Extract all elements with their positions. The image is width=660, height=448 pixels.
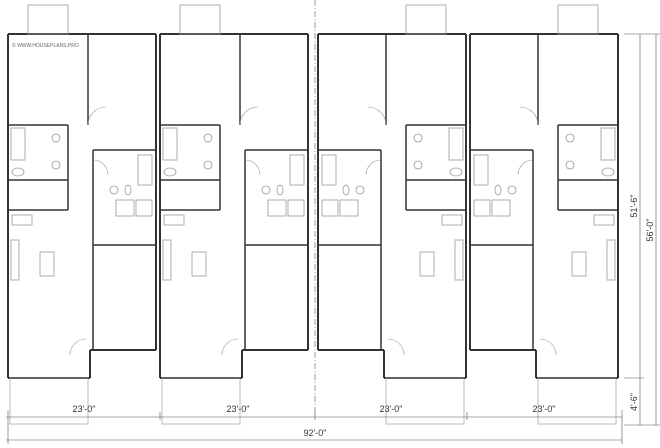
range [593, 214, 615, 226]
toilet [163, 167, 177, 177]
dryer [473, 199, 491, 217]
washer [491, 199, 511, 217]
washer [267, 199, 287, 217]
toilet [449, 167, 463, 177]
kitchen-counter [454, 239, 464, 281]
sink [51, 133, 61, 143]
sink [565, 160, 575, 170]
door-swing [69, 338, 87, 356]
toilet [342, 184, 350, 196]
dim-overall-width: 92'-0" [304, 428, 327, 438]
porch [537, 377, 617, 425]
kitchen-island [39, 251, 55, 277]
range [11, 214, 33, 226]
toilet [276, 184, 284, 196]
porch [161, 377, 241, 425]
toilet [11, 167, 25, 177]
unit-2 [159, 4, 309, 425]
dryer [287, 199, 305, 217]
sink [413, 160, 423, 170]
kitchen-counter [10, 239, 20, 281]
dryer [135, 199, 153, 217]
bathtub [137, 154, 153, 186]
kitchen-island [191, 251, 207, 277]
unit-3 [317, 4, 467, 425]
bathtub [321, 154, 337, 186]
toilet [601, 167, 615, 177]
bathtub [162, 127, 178, 161]
dim-porch-depth: 4'-6" [629, 393, 639, 411]
patio [405, 4, 447, 35]
dim-unit-2: 23'-0" [227, 404, 250, 414]
sink [355, 185, 365, 195]
kitchen-counter [162, 239, 172, 281]
dim-overall-depth: 56'-0" [645, 219, 655, 242]
toilet [494, 184, 502, 196]
dim-unit-3: 23'-0" [380, 404, 403, 414]
washer [115, 199, 135, 217]
dryer [321, 199, 339, 217]
bathtub [473, 154, 489, 186]
door-swing [239, 106, 259, 126]
kitchen-counter [606, 239, 616, 281]
bathtub [600, 127, 616, 161]
bathtub [10, 127, 26, 161]
patio [557, 4, 599, 35]
range [163, 214, 185, 226]
sink [413, 133, 423, 143]
door-swing [244, 159, 261, 176]
door-swing [221, 338, 239, 356]
unit-1 [7, 4, 157, 425]
kitchen-island [419, 251, 435, 277]
porch [385, 377, 465, 425]
sink [203, 133, 213, 143]
sink [109, 185, 119, 195]
patio [27, 4, 69, 35]
dim-unit-1: 23'-0" [73, 404, 96, 414]
watermark: © WWW.HOUSEPLANS.PRO [12, 42, 79, 49]
door-swing [365, 159, 382, 176]
sink [261, 185, 271, 195]
door-swing [87, 106, 107, 126]
sink [203, 160, 213, 170]
range [441, 214, 463, 226]
porch [9, 377, 89, 425]
bathtub [289, 154, 305, 186]
patio [179, 4, 221, 35]
sink [51, 160, 61, 170]
sink [507, 185, 517, 195]
door-swing [519, 106, 539, 126]
door-swing [539, 338, 557, 356]
bathtub [448, 127, 464, 161]
units-layer [7, 4, 619, 425]
sink [565, 133, 575, 143]
unit-4 [469, 4, 619, 425]
washer [339, 199, 359, 217]
dimension-lines [6, 0, 660, 444]
dim-building-depth: 51'-6" [629, 195, 639, 218]
door-swing [387, 338, 405, 356]
dim-unit-4: 23'-0" [533, 404, 556, 414]
door-swing [517, 159, 534, 176]
kitchen-island [571, 251, 587, 277]
door-swing [367, 106, 387, 126]
toilet [124, 184, 132, 196]
door-swing [92, 159, 109, 176]
